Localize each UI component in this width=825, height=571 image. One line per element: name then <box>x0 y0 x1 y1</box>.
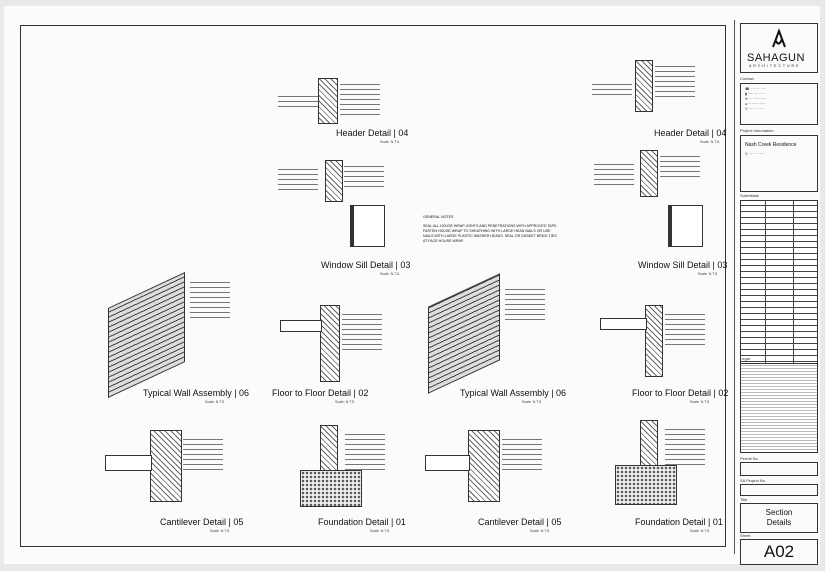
sheet-number: A02 <box>763 542 795 561</box>
detail-scale: Scale: N.T.S. <box>370 529 391 533</box>
title-block: SAHAGUN ARCHITECTURE Contact ☎ ···· ····… <box>734 20 819 565</box>
project-name: Nash Creek Residence <box>745 142 797 148</box>
project-info-box: Nash Creek Residence ⚲ ···· ···· ···· <box>740 135 818 192</box>
firm-subtitle: ARCHITECTURE <box>749 64 801 68</box>
submittals-table <box>740 200 818 374</box>
legal-text-box <box>740 363 818 453</box>
sheet-number-box: A02 <box>740 539 818 565</box>
detail-title: Floor to Floor Detail | 02 <box>272 388 369 398</box>
contact-box: ☎ ···· ···· ····▮ ···· ···· ····✉ ······… <box>740 83 818 125</box>
detail-scale: Scale: N.T.S. <box>335 400 356 404</box>
sheet-title-box: Section Details <box>740 503 818 533</box>
legal-label: Legal <box>740 356 750 361</box>
detail-scale: Scale: N.T.S. <box>530 529 551 533</box>
logo-mark-icon <box>772 28 786 48</box>
sheet-label: Sheet <box>740 533 751 538</box>
detail-scale: Scale: N.T.S. <box>698 272 719 276</box>
general-notes-text: Seal all house wrap joints and penetrati… <box>423 224 558 243</box>
detail-title: Header Detail | 04 <box>654 128 727 138</box>
sheet-title: Section Details <box>765 508 793 527</box>
detail-scale: Scale: N.T.S. <box>690 400 711 404</box>
title-label: Title <box>740 497 748 502</box>
detail-title: Typical Wall Assembly | 06 <box>143 388 250 398</box>
detail-title: Window Sill Detail | 03 <box>638 260 728 270</box>
project-no-label: SA Project No. <box>740 478 767 483</box>
firm-name: SAHAGUN <box>747 52 805 64</box>
permit-field <box>740 462 818 476</box>
drawing-sheet <box>4 6 820 564</box>
detail-title: Window Sill Detail | 03 <box>321 260 411 270</box>
detail-title: Cantilever Detail | 05 <box>478 517 562 527</box>
detail-title: Cantilever Detail | 05 <box>160 517 244 527</box>
permit-label: Permit No. <box>740 456 759 461</box>
detail-title: Floor to Floor Detail | 02 <box>632 388 729 398</box>
contact-label: Contact <box>740 76 754 81</box>
detail-title: Foundation Detail | 01 <box>635 517 723 527</box>
detail-title: Header Detail | 04 <box>336 128 409 138</box>
detail-scale: Scale: N.T.S. <box>522 400 543 404</box>
general-notes-heading: General Notes <box>423 215 454 219</box>
detail-scale: Scale: N.T.S. <box>690 529 711 533</box>
detail-scale: Scale: N.T.S. <box>380 140 401 144</box>
firm-logo: SAHAGUN ARCHITECTURE <box>740 23 818 73</box>
general-notes: General Notes Seal all house wrap joints… <box>423 215 558 244</box>
detail-scale: Scale: N.T.S. <box>205 400 226 404</box>
detail-scale: Scale: N.T.S. <box>380 272 401 276</box>
drawing-frame <box>20 25 726 547</box>
detail-title: Typical Wall Assembly | 06 <box>460 388 567 398</box>
detail-scale: Scale: N.T.S. <box>700 140 721 144</box>
project-info-label: Project Information <box>740 128 774 133</box>
detail-title: Foundation Detail | 01 <box>318 517 406 527</box>
submittals-label: Submittals <box>740 193 759 198</box>
detail-scale: Scale: N.T.S. <box>210 529 231 533</box>
project-no-field <box>740 484 818 496</box>
